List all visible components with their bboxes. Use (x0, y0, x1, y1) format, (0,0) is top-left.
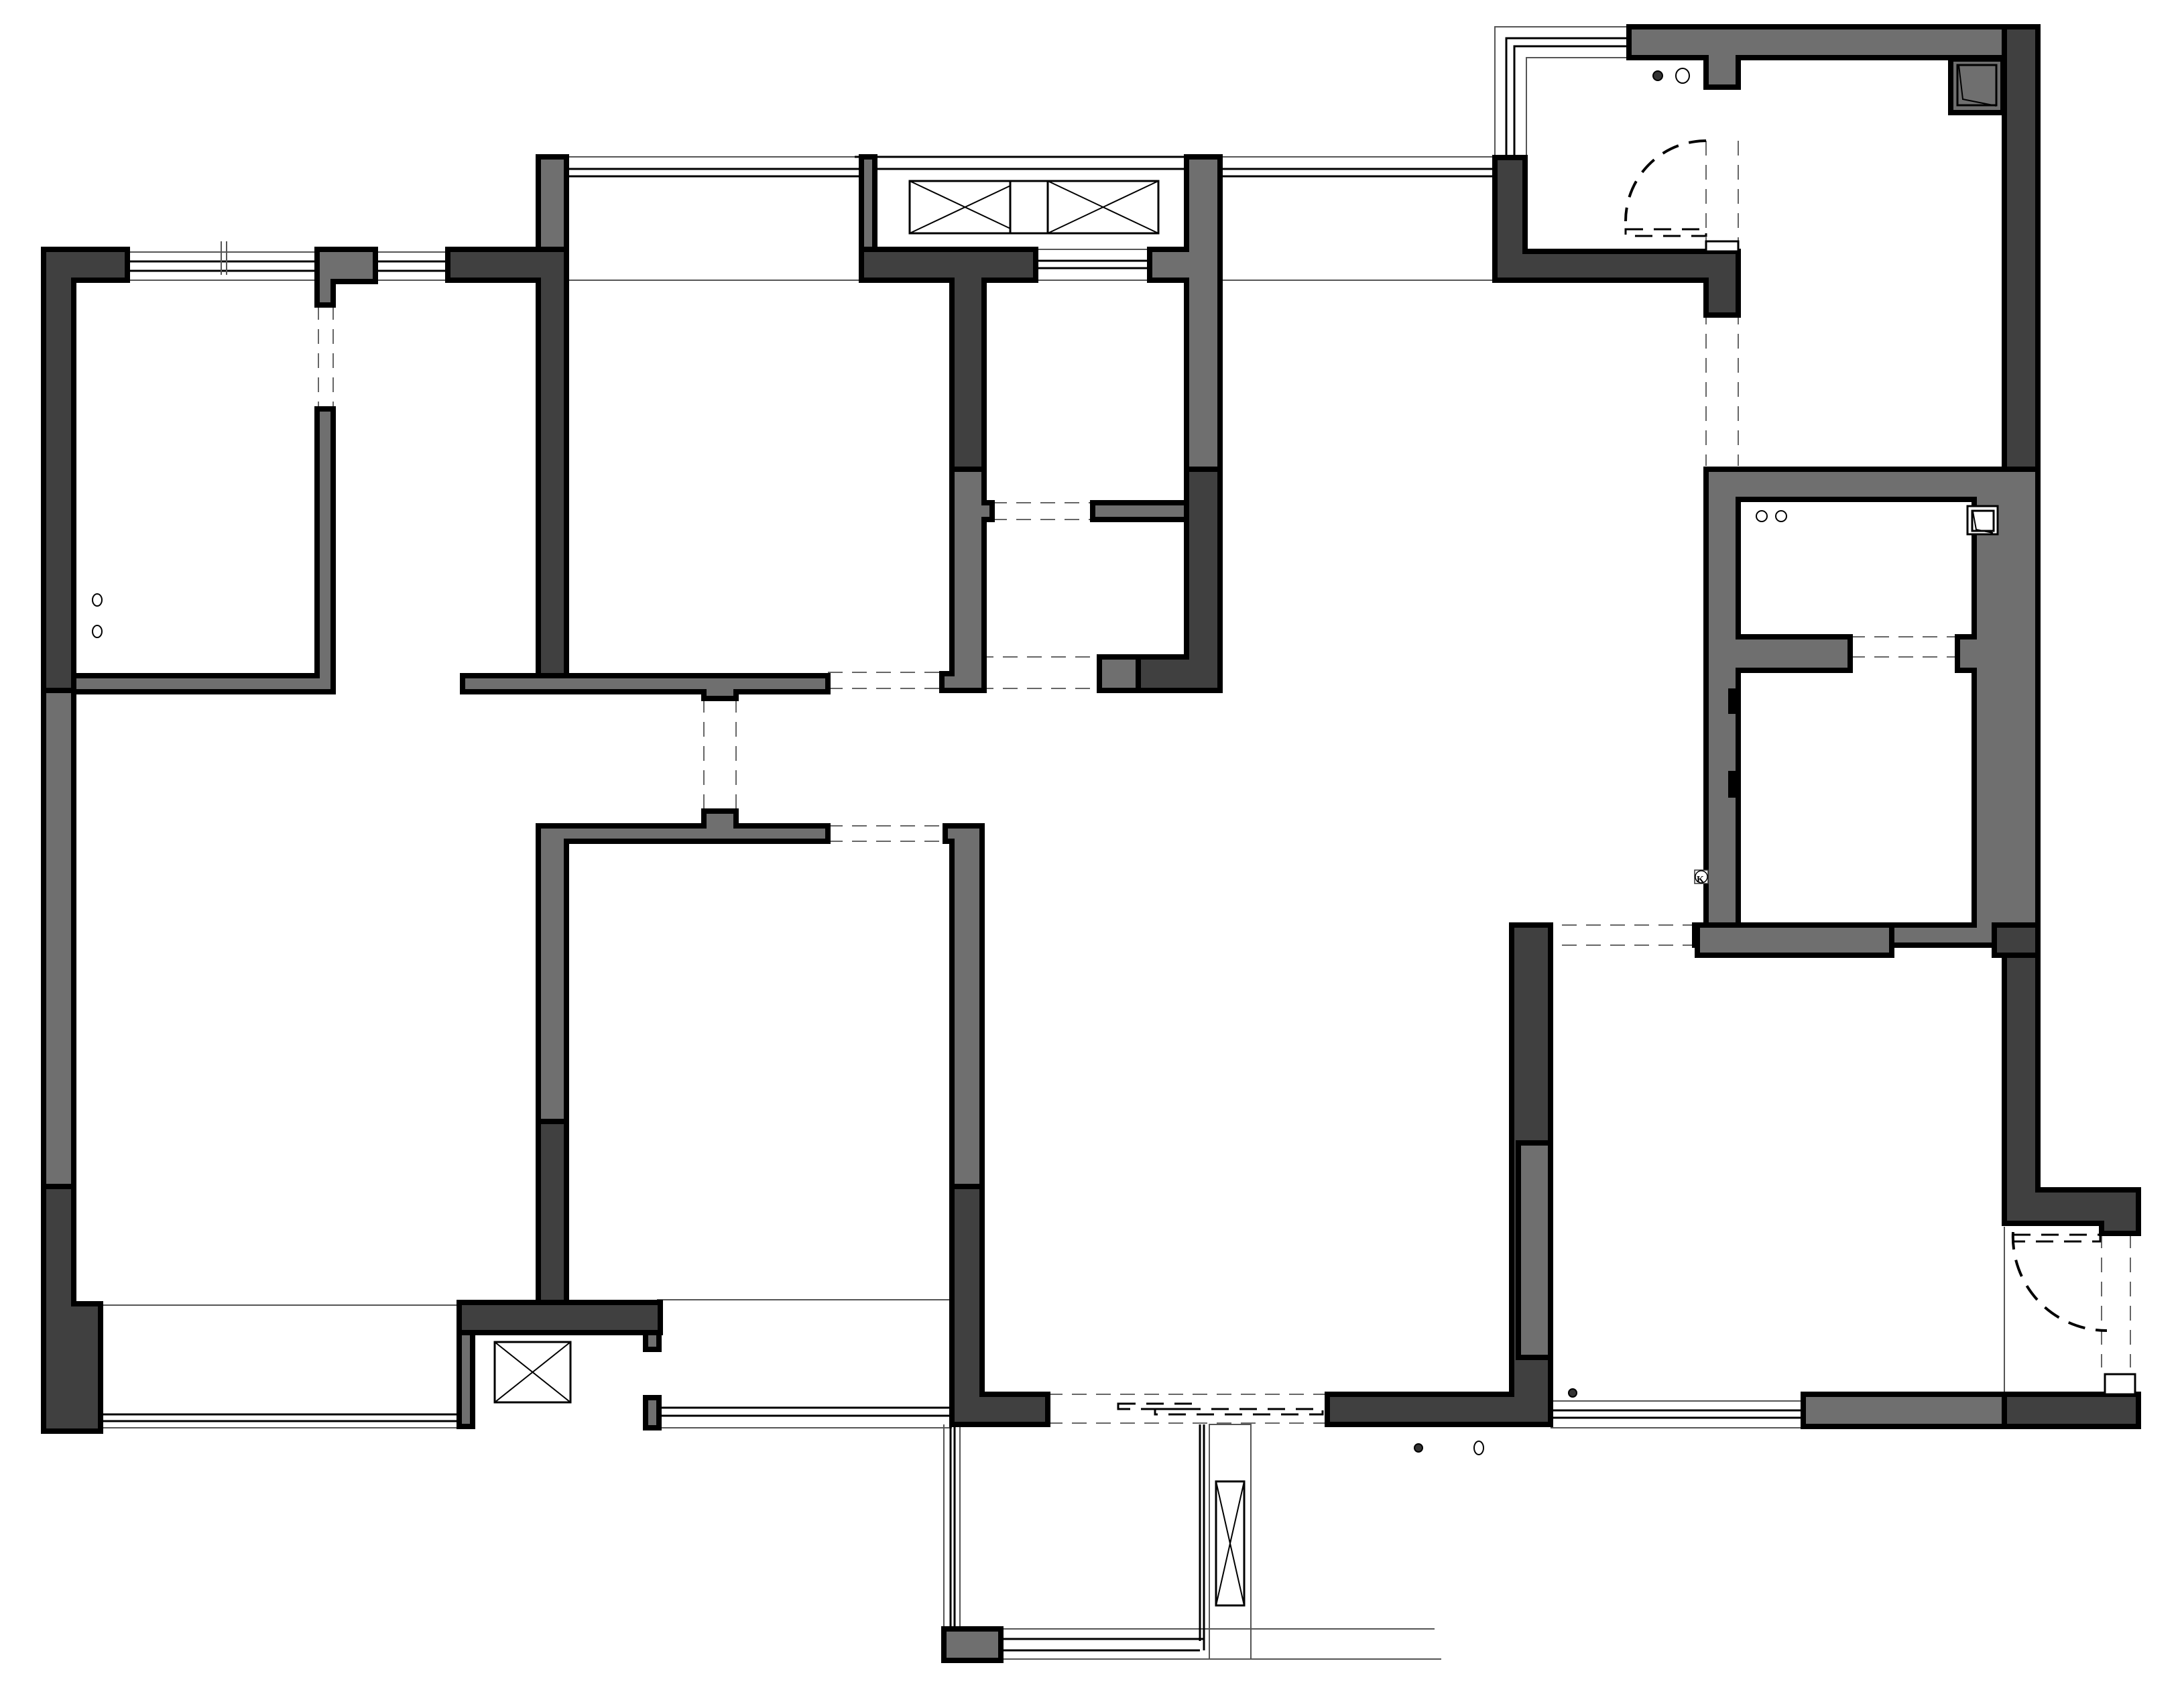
floor-drain-icon (1652, 70, 1663, 81)
walls (41, 24, 2141, 1434)
ac-unit-box-icon (493, 180, 1246, 1607)
balcony-pillar (941, 1626, 1004, 1663)
wall-west-mid (41, 688, 76, 1189)
wall-sw-corner (41, 1184, 103, 1434)
floor-drain-icon (1414, 1443, 1423, 1453)
svg-text:K: K (1697, 875, 1704, 885)
door-swing-arc-icon[interactable] (1624, 139, 2108, 1333)
door-opening-lines (318, 141, 2131, 1424)
fixture-marker-k: K (1694, 869, 1709, 885)
sliding-door-icon[interactable] (1117, 1402, 1324, 1416)
wall-nw-corner (41, 247, 130, 693)
pipe-riser-icon (92, 68, 1999, 1455)
floor-drain-icon (1568, 1388, 1577, 1398)
flue-shaft-icon (1728, 688, 1736, 798)
window-glazing-icon (101, 26, 2005, 1660)
